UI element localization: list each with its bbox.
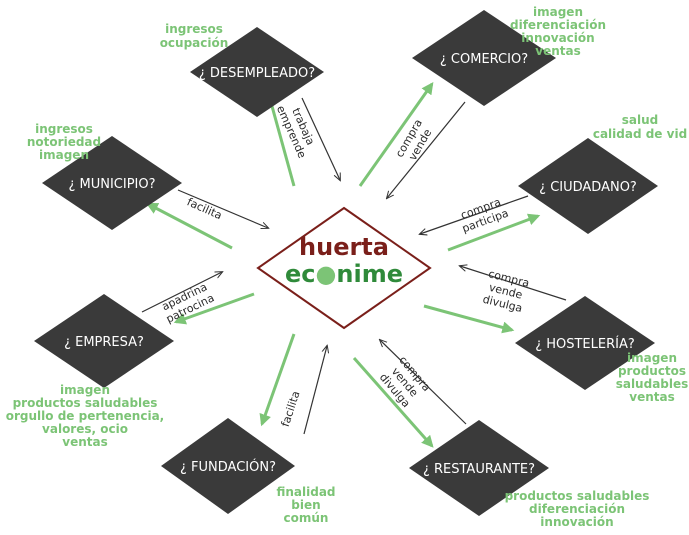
arrow-contribution-municipio	[177, 189, 268, 228]
arrow-benefit-ciudadano	[447, 213, 541, 252]
arrow-benefit-hosteleria	[423, 304, 515, 334]
arrow-contribution-empresa	[141, 272, 222, 313]
node-municipio: ¿ MUNICIPIO?	[42, 136, 182, 230]
node-label-hosteleria: ¿ HOSTELERÍA?	[535, 336, 635, 352]
center-diamond	[256, 206, 432, 330]
arrow-contribution-restaurante	[380, 340, 467, 425]
node-label-comercio: ¿ COMERCIO?	[440, 52, 528, 67]
node-fundacion: ¿ FUNDACIÓN?	[161, 418, 295, 514]
arrow-contribution-comercio	[387, 101, 466, 198]
node-empresa: ¿ EMPRESA?	[34, 294, 174, 388]
logo-line1: huerta	[299, 233, 389, 261]
arrow-contribution-hosteleria	[460, 266, 567, 301]
relation-fundacion: facilita	[279, 389, 303, 428]
center-hub: huerta ec●nime	[256, 206, 432, 330]
node-hosteleria: ¿ HOSTELERÍA?	[515, 296, 655, 390]
node-restaurante: ¿ RESTAURANTE?	[409, 420, 549, 516]
relation-comercio: compravende	[393, 117, 436, 166]
apple-logo-icon: ●	[315, 260, 336, 288]
arrow-contribution-fundacion	[303, 346, 327, 435]
node-label-municipio: ¿ MUNICIPIO?	[68, 177, 155, 192]
logo-line2: ec●nime	[285, 260, 403, 288]
node-ciudadano: ¿ CIUDADANO?	[518, 138, 658, 234]
relation-desempleado: trabajaemprende	[274, 98, 321, 160]
arrow-benefit-municipio	[145, 202, 233, 250]
node-comercio: ¿ COMERCIO?	[412, 10, 556, 106]
logo-line2-end: nime	[336, 260, 403, 288]
node-label-restaurante: ¿ RESTAURANTE?	[423, 462, 535, 477]
arrow-benefit-empresa	[173, 292, 255, 325]
relation-hosteleria: compravendedivulga	[481, 267, 531, 315]
node-label-ciudadano: ¿ CIUDADANO?	[539, 180, 637, 195]
relation-municipio: facilita	[185, 195, 224, 222]
node-desempleado: ¿ DESEMPLEADO?	[190, 27, 324, 117]
arrow-benefit-fundacion	[259, 333, 296, 427]
arrow-contribution-ciudadano	[420, 195, 529, 234]
arrow-contribution-desempleado	[301, 97, 340, 180]
node-label-fundacion: ¿ FUNDACIÓN?	[180, 459, 276, 475]
logo-line2-start: ec	[285, 260, 316, 288]
relation-restaurante: compravendedivulga	[376, 354, 433, 411]
arrow-benefit-comercio	[358, 82, 434, 187]
node-label-empresa: ¿ EMPRESA?	[64, 335, 144, 350]
node-label-desempleado: ¿ DESEMPLEADO?	[199, 66, 315, 81]
arrow-benefit-restaurante	[352, 357, 434, 448]
